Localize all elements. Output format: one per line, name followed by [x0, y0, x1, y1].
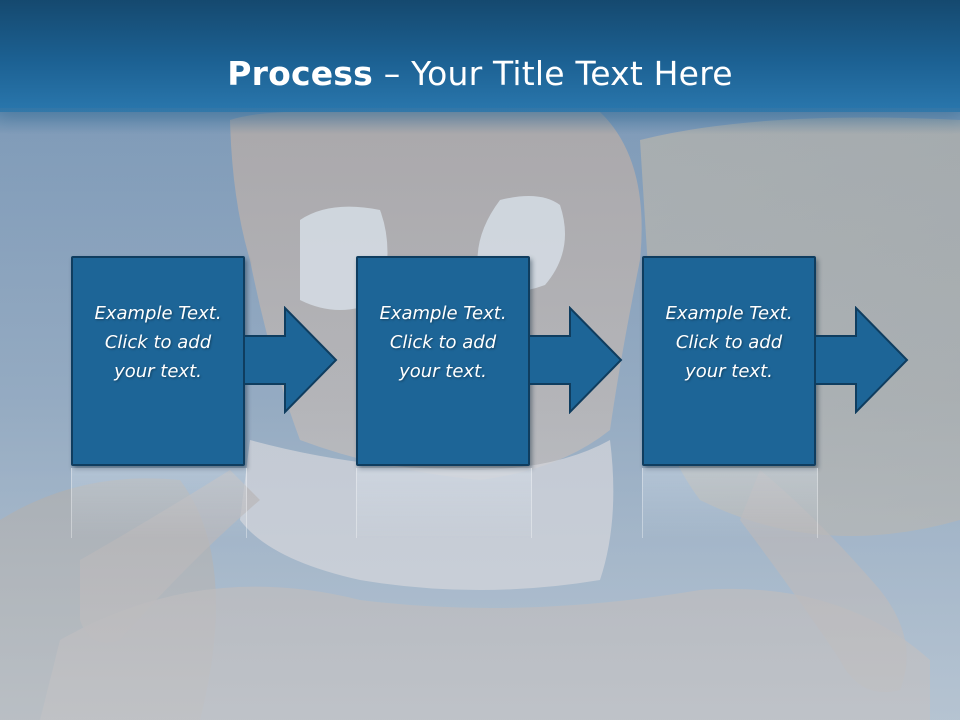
right-arrow-icon[interactable]	[243, 306, 339, 414]
process-step-3[interactable]: Example Text. Click to add your text.	[642, 256, 816, 466]
process-step-1-text: Example Text. Click to add your text.	[94, 299, 221, 386]
step-3-line-1: Example Text.	[665, 302, 793, 324]
slide-title-bold: Process	[227, 54, 373, 93]
step-1-line-3: your text.	[114, 360, 202, 382]
step-1-line-2: Click to add	[104, 331, 212, 353]
title-bar	[0, 0, 960, 112]
slide-title-rest: Your Title Text Here	[411, 54, 733, 93]
process-step-3-reflection	[642, 468, 818, 538]
right-arrow-icon[interactable]	[814, 306, 910, 414]
step-2-line-1: Example Text.	[379, 302, 507, 324]
step-3-line-3: your text.	[685, 360, 773, 382]
right-arrow-icon[interactable]	[528, 306, 624, 414]
step-2-line-2: Click to add	[389, 331, 497, 353]
slide-title-separator: –	[373, 54, 412, 93]
step-1-line-1: Example Text.	[94, 302, 222, 324]
step-3-line-2: Click to add	[675, 331, 783, 353]
step-2-line-3: your text.	[399, 360, 487, 382]
process-step-1-reflection	[71, 468, 247, 538]
process-step-2-text: Example Text. Click to add your text.	[379, 299, 506, 386]
process-step-3-text: Example Text. Click to add your text.	[665, 299, 792, 386]
process-step-1[interactable]: Example Text. Click to add your text.	[71, 256, 245, 466]
title-bar-fade	[0, 108, 960, 134]
process-step-2[interactable]: Example Text. Click to add your text.	[356, 256, 530, 466]
slide-title[interactable]: Process – Your Title Text Here	[0, 54, 960, 94]
process-step-2-reflection	[356, 468, 532, 538]
